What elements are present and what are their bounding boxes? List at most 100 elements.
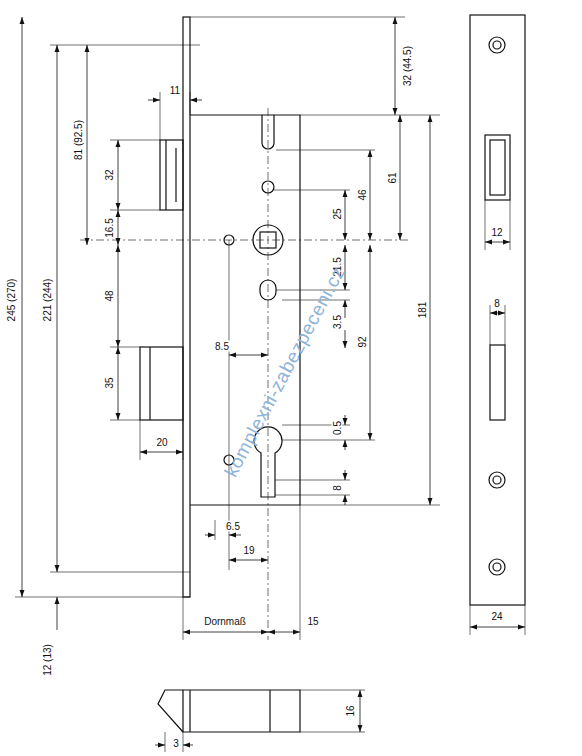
extension-line: [50, 45, 200, 46]
extension-line: [183, 597, 184, 640]
extension-line: [282, 440, 375, 441]
extension-line: [300, 115, 440, 116]
extension-line: [215, 520, 216, 540]
screw-hole: [489, 559, 505, 575]
dimension-label: 221 (244): [42, 278, 53, 323]
dimension-label: 12 (13): [42, 643, 53, 677]
extension-line: [275, 495, 350, 496]
faceplate: [183, 17, 190, 597]
dimension-label: 16.5: [104, 217, 115, 238]
dimension-line: [140, 452, 183, 453]
extension-line: [510, 200, 511, 250]
extension-line: [80, 240, 410, 241]
dimension-label: 19: [242, 545, 255, 556]
dimension-line: [183, 745, 193, 746]
dimension-line: [229, 355, 268, 356]
dimension-label: 92: [357, 335, 368, 348]
dimension-label: 8: [493, 298, 501, 309]
dimension-label: 11: [169, 85, 181, 96]
extension-line: [300, 732, 365, 733]
latch-bevel: [158, 690, 183, 732]
dimension-label: 3.5: [332, 314, 343, 330]
dimension-line: [22, 17, 23, 597]
extension-line: [140, 420, 141, 460]
dimension-line: [118, 140, 119, 210]
extension-line: [50, 572, 190, 573]
dimension-line: [205, 535, 215, 536]
dimension-line: [268, 632, 300, 633]
dimension-line: [155, 745, 165, 746]
dimension-label: 25: [332, 207, 343, 220]
dimension-label: Dornmaß: [203, 616, 247, 627]
dimension-line: [430, 115, 431, 505]
extension-line: [300, 505, 440, 506]
dimension-label: 81 (92.5): [73, 119, 84, 161]
dimension-label: 12: [490, 227, 503, 238]
extension-line: [490, 305, 491, 345]
screw-hole: [489, 472, 505, 488]
extension-line: [183, 420, 184, 460]
dimension-line: [229, 560, 268, 561]
deadbolt: [140, 347, 183, 420]
dimension-label: 3: [172, 738, 180, 749]
extension-line: [15, 597, 190, 598]
deadbolt-opening: [490, 345, 505, 420]
dimension-label: 0.5: [332, 420, 343, 436]
dimension-line: [87, 45, 88, 245]
dimension-line: [345, 495, 346, 505]
dimension-line: [118, 245, 119, 347]
dimension-line: [370, 245, 371, 440]
dimension-label: 16: [345, 704, 356, 717]
dimension-label: 61: [387, 171, 398, 184]
dimension-line: [345, 415, 346, 425]
extension-line: [275, 480, 350, 481]
dimension-line: [470, 627, 525, 628]
extension-line: [276, 150, 375, 151]
dimension-line: [118, 210, 119, 245]
dimension-label: 181: [417, 301, 428, 320]
dimension-line: [118, 347, 119, 420]
dimension-label: 35: [104, 376, 115, 389]
dimension-line: [345, 330, 346, 348]
extension-line: [110, 420, 140, 421]
dimension-line: [57, 45, 58, 572]
dimension-line: [190, 100, 202, 101]
latch-bolt: [160, 140, 183, 210]
extension-line: [190, 92, 191, 115]
latch-opening: [485, 135, 510, 200]
dimension-line: [345, 300, 346, 318]
extension-line: [165, 732, 166, 752]
watermark: komplexni-zabezpeceni.cz: [221, 263, 350, 482]
dimension-label: 8.5: [214, 341, 230, 352]
dimension-line: [490, 313, 505, 314]
dimension-line: [395, 17, 396, 115]
dimension-line: [345, 190, 346, 240]
extension-line: [470, 605, 471, 635]
dimension-label: 8: [332, 484, 343, 492]
faceplate-front: [470, 15, 525, 605]
dimension-line: [229, 535, 241, 536]
dimension-line: [370, 150, 371, 240]
dimension-label: 32: [104, 168, 115, 181]
dimension-line: [345, 440, 346, 450]
dimension-label: 15: [306, 616, 319, 627]
dimension-line: [345, 245, 346, 290]
extension-line: [300, 505, 301, 640]
extension-line: [160, 92, 161, 140]
extension-line: [505, 305, 506, 345]
dimension-line: [345, 470, 346, 480]
extension-line: [110, 347, 140, 348]
dimension-line: [485, 242, 510, 243]
latch-section: [183, 690, 300, 732]
dimension-line: [148, 100, 160, 101]
dimension-line: [57, 597, 58, 630]
extension-line: [110, 210, 160, 211]
extension-line: [525, 605, 526, 635]
dimension-label: 6.5: [225, 521, 241, 532]
dimension-label: 24: [490, 611, 503, 622]
dimension-label: 245 (270): [6, 278, 17, 323]
dimension-line: [400, 115, 401, 240]
extension-line: [190, 17, 405, 18]
screw-hole: [489, 37, 505, 53]
dimension-line: [360, 690, 361, 732]
